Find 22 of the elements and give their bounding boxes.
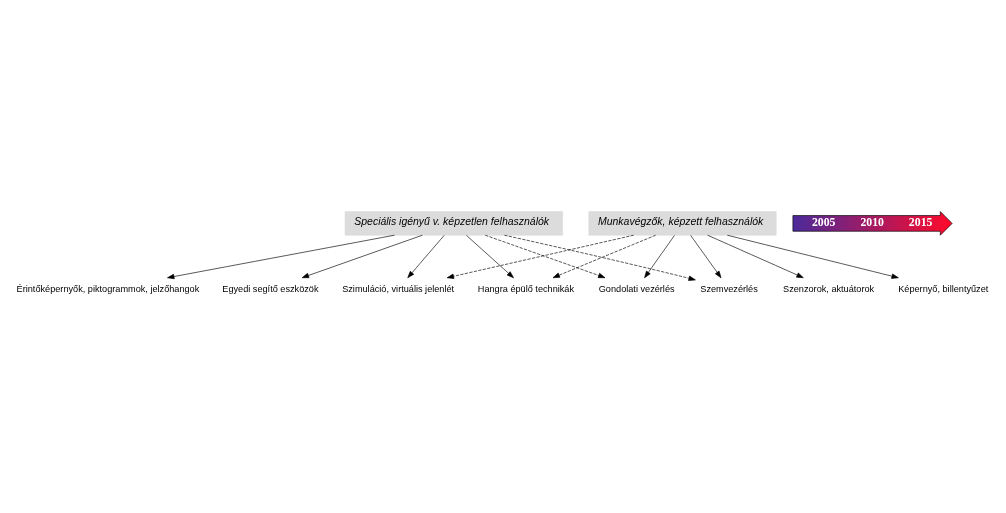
node-box: Munkavégzők, képzett felhasználók <box>588 211 777 236</box>
arrow <box>552 234 656 279</box>
node-text: Szimuláció, virtuális jelenlét <box>342 284 455 295</box>
arrow <box>690 235 722 279</box>
node-text: Képernyő, billentyűzet <box>898 284 989 295</box>
arrow <box>407 235 445 279</box>
arrow <box>727 234 899 279</box>
arrow <box>707 234 804 279</box>
node-text: Szenzorok, aktuátorok <box>783 284 875 295</box>
arrow <box>167 234 395 280</box>
arrow <box>466 235 514 279</box>
node-box: Speciális igényű v. képzetlen felhasználók <box>344 211 563 236</box>
arrow <box>644 235 675 279</box>
arrow <box>301 234 423 279</box>
arrow <box>504 234 696 281</box>
node-text: Egyedi segítő eszközök <box>222 284 319 295</box>
node-text: Szemvezérlés <box>700 284 758 295</box>
arrow <box>446 234 634 279</box>
node-text: Érintőképernyők, piktogrammok, jelzőhangok <box>16 284 200 295</box>
node-text: Gondolati vezérlés <box>598 284 675 295</box>
arrow <box>484 234 606 279</box>
node-text: Hangra épülő technikák <box>477 284 575 295</box>
